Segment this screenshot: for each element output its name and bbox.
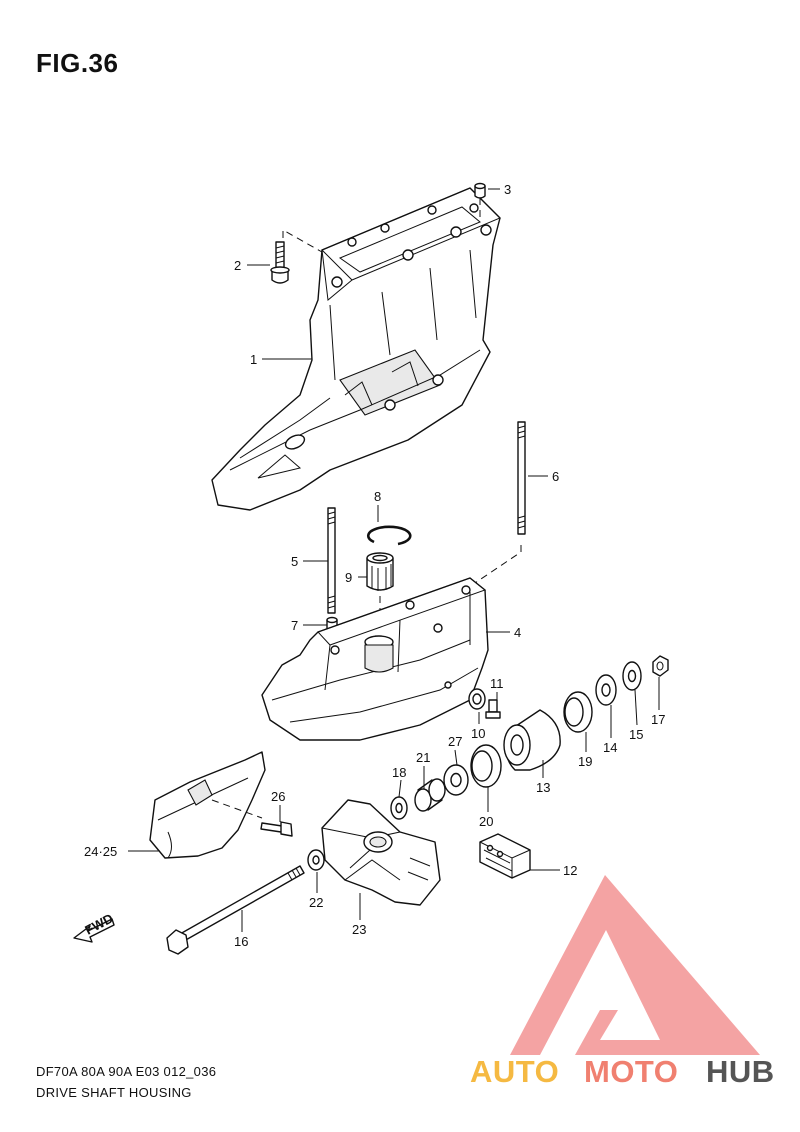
part-3-dowel-pin[interactable]	[474, 182, 486, 199]
callout-27: 27	[448, 734, 462, 749]
callout-1: 1	[250, 352, 257, 367]
callout-26: 26	[271, 789, 285, 804]
callout-13: 13	[536, 780, 550, 795]
part-2-bolt[interactable]	[270, 241, 290, 284]
part-12-rubber-pads[interactable]	[479, 833, 531, 879]
part-17-nut[interactable]	[652, 655, 669, 677]
part-16-long-bolt[interactable]	[166, 865, 305, 955]
callout-14: 14	[603, 740, 617, 755]
callout-labels: 3 2 1 8 9 5 6 7 4 11 10 13 19 14 15 17 2…	[84, 182, 665, 949]
part-14-washer[interactable]	[595, 674, 617, 706]
part-22-washer[interactable]	[307, 849, 325, 871]
callout-10: 10	[471, 726, 485, 741]
callout-4: 4	[514, 625, 521, 640]
callout-20: 20	[479, 814, 493, 829]
fwd-label: FWD	[82, 911, 115, 938]
part-27-washer[interactable]	[443, 764, 469, 796]
diagram-name: DRIVE SHAFT HOUSING	[36, 1085, 192, 1100]
part-8-circlip[interactable]	[366, 525, 412, 546]
callout-21: 21	[416, 750, 430, 765]
figure-title: FIG.36	[36, 48, 119, 78]
callout-22: 22	[309, 895, 323, 910]
callout-19: 19	[578, 754, 592, 769]
callout-8: 8	[374, 489, 381, 504]
callout-18: 18	[392, 765, 406, 780]
leader-lines	[128, 188, 660, 932]
part-13-mount-rubber[interactable]	[503, 709, 561, 771]
part-9-bushing[interactable]	[366, 552, 394, 591]
fwd-arrow-icon: FWD	[73, 911, 116, 943]
callout-6: 6	[552, 469, 559, 484]
part-5-stud[interactable]	[327, 507, 336, 614]
part-15-washer[interactable]	[622, 661, 642, 691]
callout-17: 17	[651, 712, 665, 727]
callout-23: 23	[352, 922, 366, 937]
part-26-bolt[interactable]	[260, 821, 293, 837]
callout-9: 9	[345, 570, 352, 585]
part-1-upper-housing[interactable]	[211, 187, 501, 511]
callout-3: 3	[504, 182, 511, 197]
callout-2: 2	[234, 258, 241, 273]
callout-5: 5	[291, 554, 298, 569]
part-24-25-mount-cover[interactable]	[149, 751, 266, 859]
diagram-code: DF70A 80A 90A E03 012_036	[36, 1064, 217, 1079]
part-4-lower-housing[interactable]	[261, 577, 489, 741]
callout-24-25: 24·25	[84, 844, 117, 859]
callout-11: 11	[490, 676, 504, 691]
callout-12: 12	[563, 863, 577, 878]
part-21-collar[interactable]	[414, 778, 446, 812]
part-23-mount-bracket[interactable]	[321, 799, 441, 906]
part-10-nut[interactable]	[468, 688, 486, 710]
callout-15: 15	[629, 727, 643, 742]
callout-16: 16	[234, 934, 248, 949]
part-6-stud[interactable]	[517, 421, 526, 535]
part-18-washer[interactable]	[390, 796, 408, 820]
callout-7: 7	[291, 618, 298, 633]
part-19-bushing[interactable]	[563, 691, 593, 733]
part-11-bolt[interactable]	[485, 699, 501, 719]
part-20-bushing[interactable]	[470, 744, 502, 788]
